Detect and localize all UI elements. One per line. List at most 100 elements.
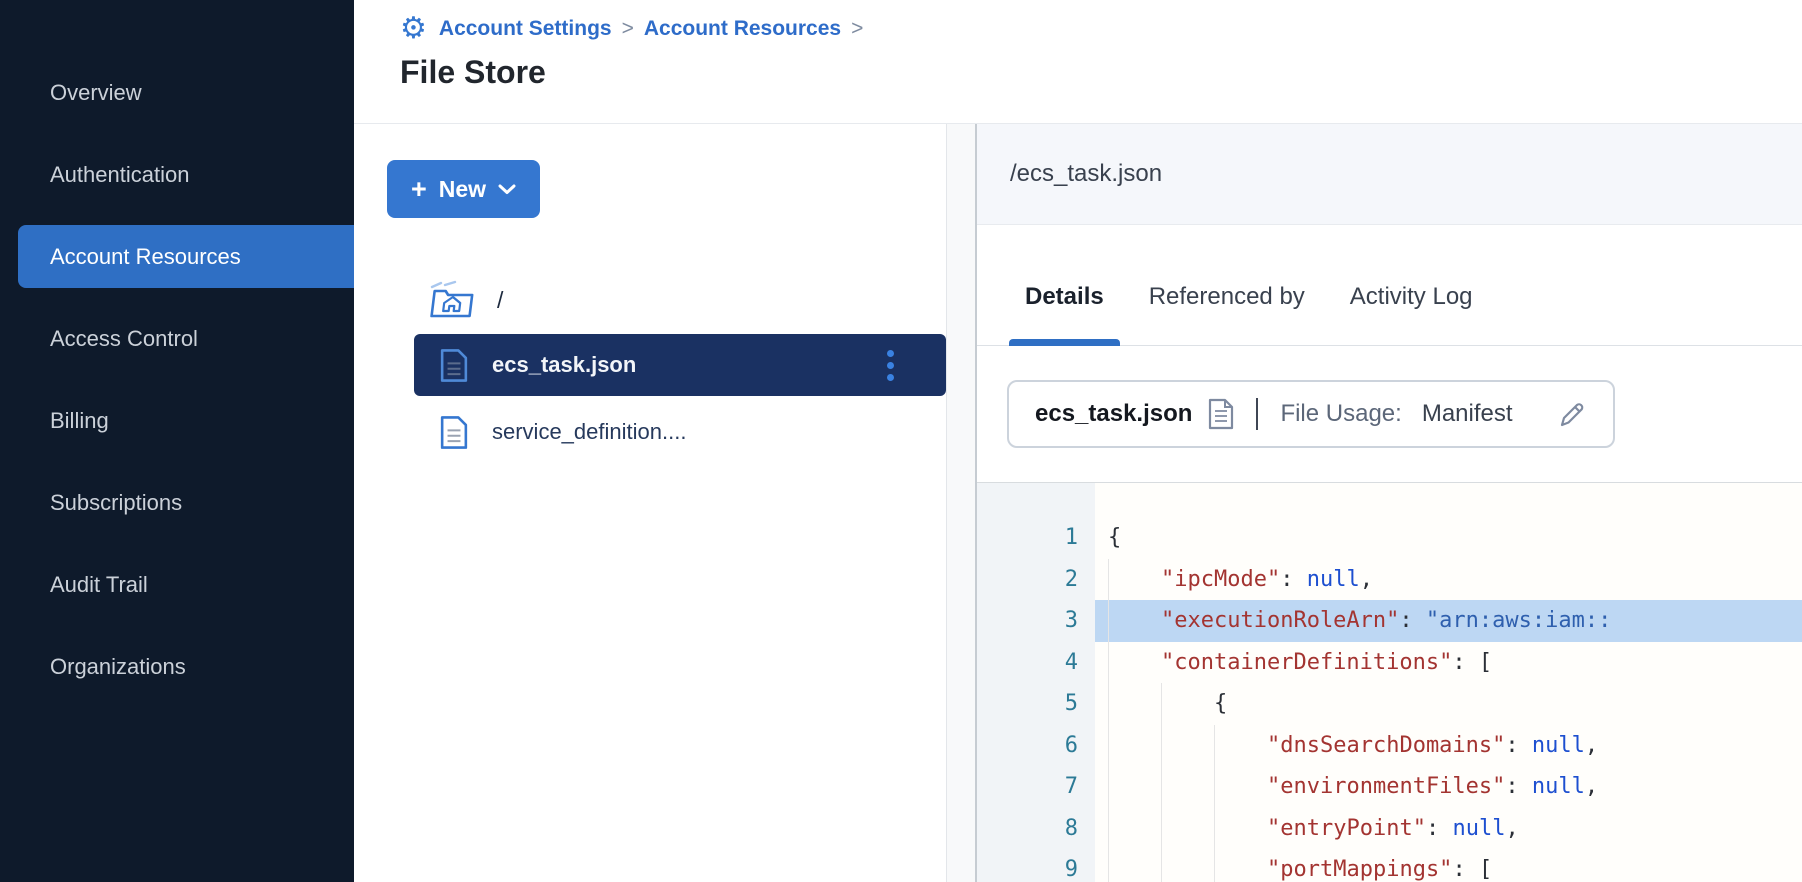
card-file-name: ecs_task.json: [1035, 400, 1192, 428]
file-info-card-row: ecs_task.json File Usage: Manifest: [977, 346, 1802, 448]
sidebar-item-label: Overview: [50, 80, 142, 106]
new-button-label: New: [439, 176, 486, 203]
code-line-content[interactable]: "dnsSearchDomains": null,: [1095, 725, 1802, 767]
tab-label: Referenced by: [1149, 283, 1305, 311]
gear-icon: ⚙: [400, 14, 427, 44]
code-line-content[interactable]: "executionRoleArn": "arn:aws:iam::: [1095, 600, 1802, 642]
file-row-ecs-task[interactable]: ecs_task.json: [414, 334, 946, 396]
json-punctuation: ,: [1585, 774, 1598, 799]
code-line: 9 "portMappings": [: [977, 849, 1802, 882]
line-number: 1: [977, 517, 1095, 559]
breadcrumb-link-account-settings[interactable]: Account Settings: [439, 17, 612, 41]
code-line-content[interactable]: "portMappings": [: [1095, 849, 1802, 882]
json-key: "executionRoleArn": [1161, 608, 1399, 633]
code-line-content[interactable]: "ipcMode": null,: [1095, 559, 1802, 601]
line-number: 8: [977, 808, 1095, 850]
file-name: ecs_task.json: [492, 352, 636, 378]
sidebar-item-organizations[interactable]: Organizations: [0, 635, 354, 698]
json-value-string: "arn:aws:iam::: [1426, 608, 1611, 633]
page-title: File Store: [400, 54, 1802, 91]
sidebar-item-subscriptions[interactable]: Subscriptions: [0, 471, 354, 534]
code-line-content[interactable]: "containerDefinitions": [: [1095, 642, 1802, 684]
line-number: 4: [977, 642, 1095, 684]
sidebar-item-label: Access Control: [50, 326, 198, 352]
sidebar-nav: Overview Authentication Account Resource…: [0, 0, 354, 882]
json-punctuation: :: [1452, 650, 1479, 675]
line-number: 7: [977, 766, 1095, 808]
code-line: 2 "ipcMode": null,: [977, 559, 1802, 601]
sidebar-item-audit-trail[interactable]: Audit Trail: [0, 553, 354, 616]
file-details-panel: /ecs_task.json Details Referenced by Act…: [977, 124, 1802, 882]
content-area: + New /: [354, 124, 1802, 882]
page-header: ⚙ Account Settings > Account Resources >…: [354, 0, 1802, 124]
json-value-null: null: [1532, 733, 1585, 758]
sidebar-item-access-control[interactable]: Access Control: [0, 307, 354, 370]
code-editor[interactable]: 1 { 2 "ipcMode": null, 3 "executionRoleA…: [977, 482, 1802, 882]
sidebar-item-label: Subscriptions: [50, 490, 182, 516]
file-row-service-definition[interactable]: service_definition....: [414, 401, 946, 463]
edit-pencil-icon[interactable]: [1555, 398, 1587, 430]
main-area: ⚙ Account Settings > Account Resources >…: [354, 0, 1802, 882]
details-tabs: Details Referenced by Activity Log: [977, 225, 1802, 346]
tab-details[interactable]: Details: [1025, 225, 1104, 345]
file-info-card: ecs_task.json File Usage: Manifest: [1007, 380, 1615, 448]
code-line: 4 "containerDefinitions": [: [977, 642, 1802, 684]
json-key: "dnsSearchDomains": [1267, 733, 1505, 758]
json-key: "containerDefinitions": [1161, 650, 1452, 675]
json-key: "ipcMode": [1161, 567, 1280, 592]
sidebar-item-overview[interactable]: Overview: [0, 61, 354, 124]
file-usage-label: File Usage:: [1280, 400, 1401, 428]
root-folder-row[interactable]: /: [427, 280, 946, 320]
code-line: 1 {: [977, 517, 1802, 559]
vertical-divider: [1256, 398, 1258, 430]
home-folder-icon: [427, 280, 475, 320]
plus-icon: +: [411, 176, 427, 203]
sidebar-item-label: Organizations: [50, 654, 186, 680]
code-line: 6 "dnsSearchDomains": null,: [977, 725, 1802, 767]
sidebar-item-billing[interactable]: Billing: [0, 389, 354, 452]
line-number: 5: [977, 683, 1095, 725]
tab-activity-log[interactable]: Activity Log: [1350, 225, 1473, 345]
breadcrumb-separator: >: [622, 17, 634, 41]
code-line-content[interactable]: "environmentFiles": null,: [1095, 766, 1802, 808]
json-punctuation: :: [1452, 857, 1479, 882]
tab-label: Activity Log: [1350, 283, 1473, 311]
json-punctuation: :: [1399, 608, 1426, 633]
chevron-down-icon: [498, 184, 516, 195]
tab-referenced-by[interactable]: Referenced by: [1149, 225, 1305, 345]
document-icon: [1208, 398, 1234, 430]
sidebar-item-authentication[interactable]: Authentication: [0, 143, 354, 206]
json-punctuation: ,: [1360, 567, 1373, 592]
json-key: "portMappings": [1267, 857, 1452, 882]
root-folder-label: /: [497, 287, 503, 314]
breadcrumb-separator: >: [851, 17, 863, 41]
file-path-bar: /ecs_task.json: [977, 124, 1802, 225]
json-punctuation: :: [1426, 816, 1453, 841]
new-button[interactable]: + New: [387, 160, 540, 218]
breadcrumb-link-account-resources[interactable]: Account Resources: [644, 17, 841, 41]
breadcrumb: ⚙ Account Settings > Account Resources >: [400, 14, 1802, 44]
json-value-null: null: [1452, 816, 1505, 841]
json-value-null: null: [1532, 774, 1585, 799]
kebab-menu-icon[interactable]: [883, 346, 898, 385]
line-number: 6: [977, 725, 1095, 767]
code-line-content[interactable]: {: [1095, 683, 1802, 725]
code-line-content[interactable]: {: [1095, 517, 1802, 559]
code-line-content[interactable]: "entryPoint": null,: [1095, 808, 1802, 850]
sidebar-item-label: Account Resources: [50, 244, 241, 270]
json-punctuation: ,: [1585, 733, 1598, 758]
active-tab-underline: [1009, 339, 1120, 346]
json-value-null: null: [1307, 567, 1360, 592]
sidebar-item-label: Audit Trail: [50, 572, 148, 598]
json-punctuation: {: [1214, 691, 1227, 716]
line-number: 9: [977, 849, 1095, 882]
panel-splitter[interactable]: [946, 124, 977, 882]
file-explorer-panel: + New /: [354, 124, 946, 882]
line-number: 2: [977, 559, 1095, 601]
sidebar-item-account-resources[interactable]: Account Resources: [18, 225, 354, 288]
tab-label: Details: [1025, 283, 1104, 311]
file-path: /ecs_task.json: [1010, 160, 1162, 188]
line-number: 3: [977, 600, 1095, 642]
file-name: service_definition....: [492, 419, 686, 445]
